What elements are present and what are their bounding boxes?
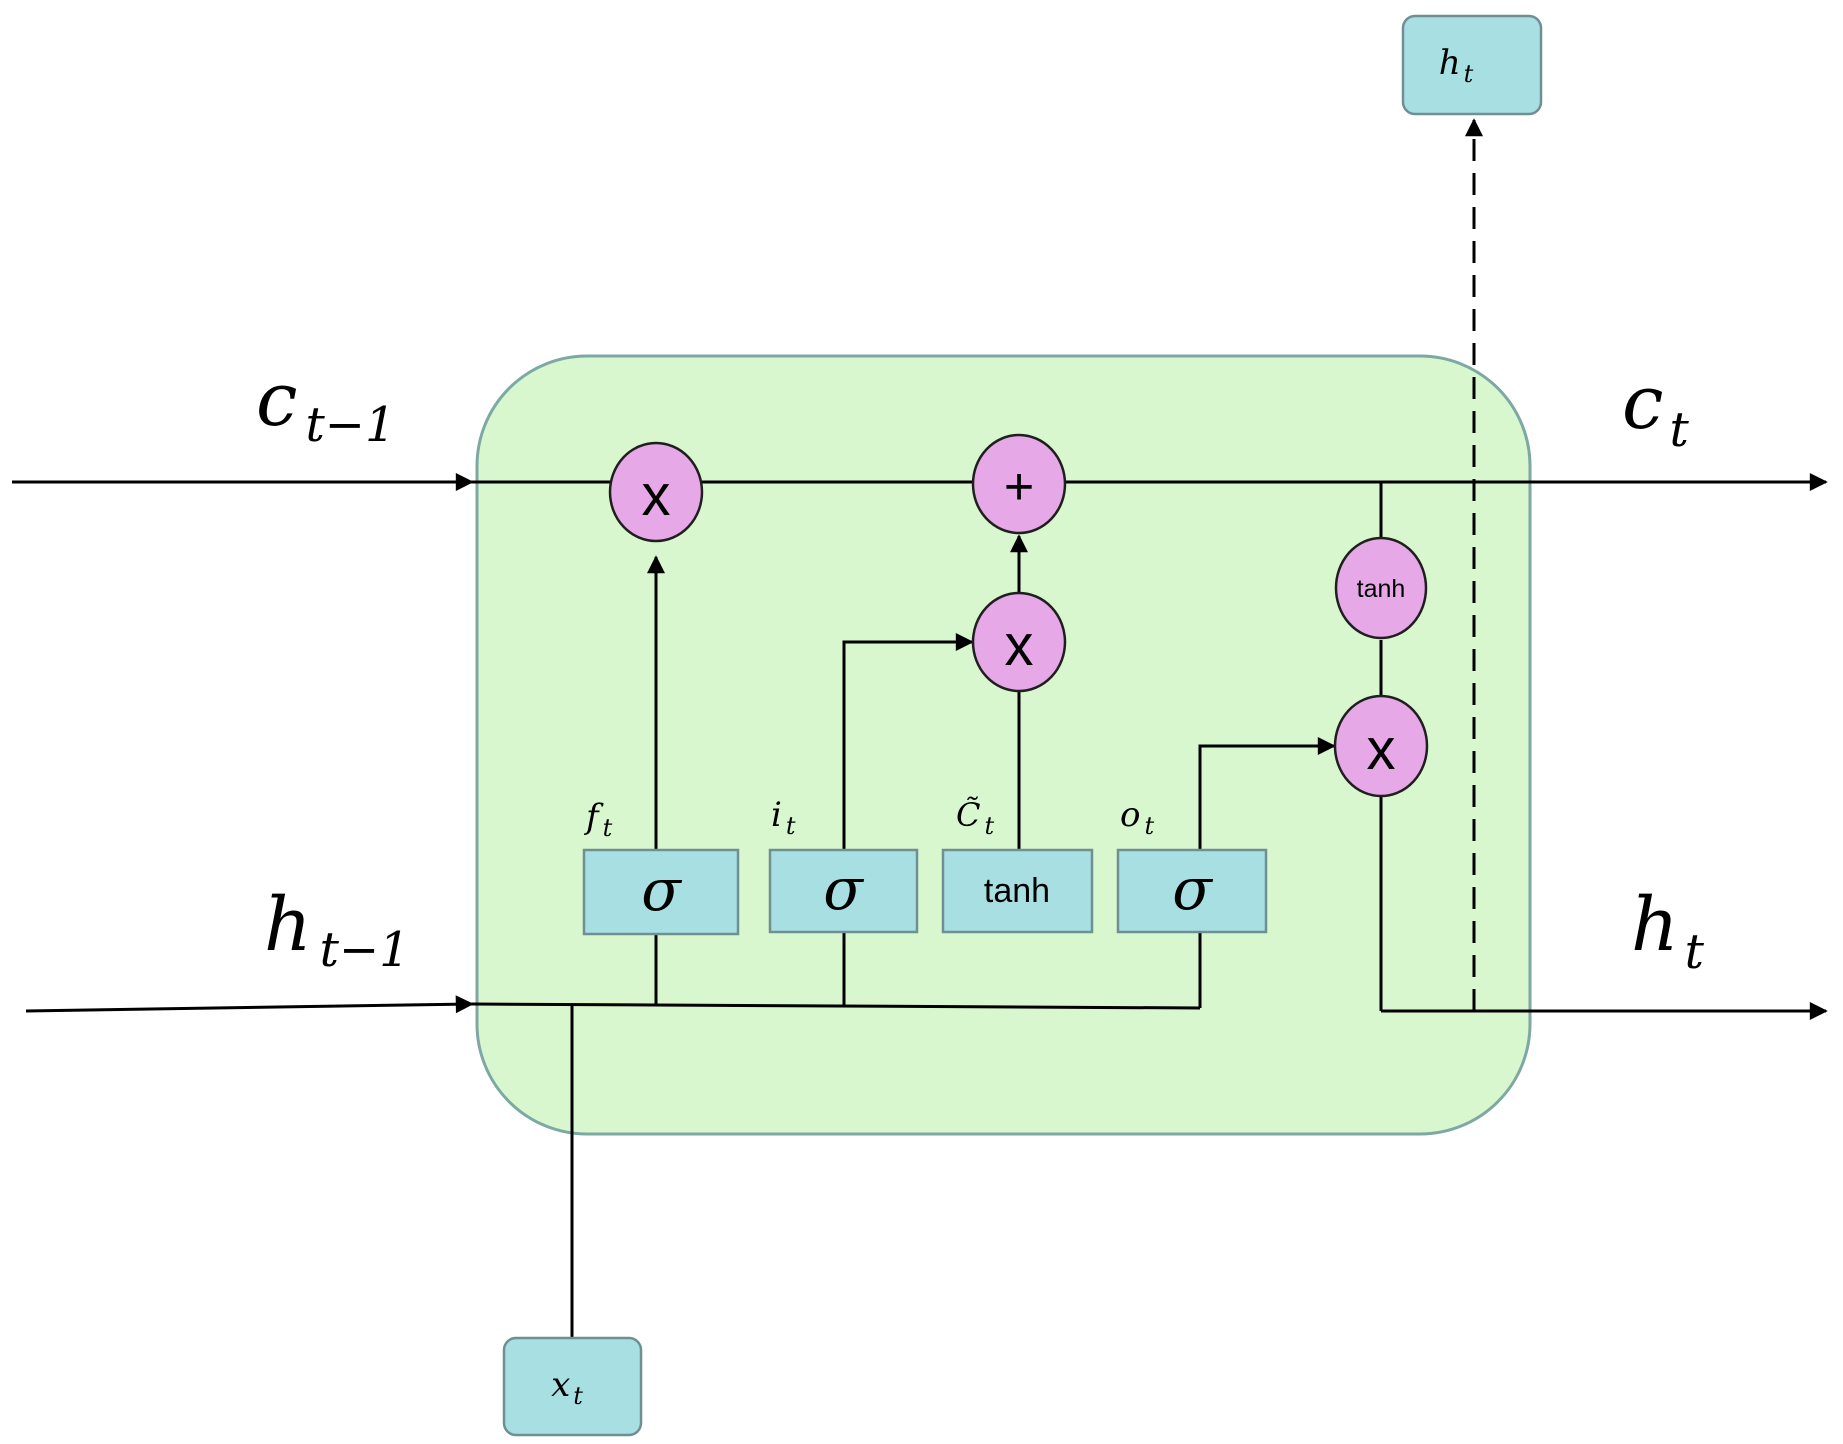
cell-tanh-node: tanh: [1334, 536, 1428, 640]
forget-gate-box: σ: [582, 848, 740, 936]
input-multiply-node: x: [971, 591, 1067, 693]
candidate-gate-label: C̃t: [956, 796, 994, 840]
output-gate-arrow: [1198, 737, 1336, 850]
input-multiply-symbol: x: [1005, 613, 1034, 678]
input-gate-box: σ: [768, 848, 919, 934]
output-gate-symbol: σ: [1172, 855, 1213, 923]
candidate-gate-symbol: tanh: [984, 872, 1050, 910]
input-gate-symbol: σ: [823, 855, 864, 923]
output-multiply-symbol: x: [1367, 717, 1396, 782]
cell-tanh-symbol: tanh: [1357, 575, 1406, 603]
forget-gate-symbol: σ: [641, 856, 682, 924]
output-gate-box: σ: [1116, 848, 1268, 934]
lstm-cell-body: [475, 354, 1532, 1136]
candidate-gate-box: tanh: [941, 848, 1094, 934]
hidden-state-bus: [471, 1002, 1201, 1010]
cell-add-node: +: [971, 433, 1067, 535]
forget-multiply-symbol: x: [642, 463, 671, 528]
cell-add-symbol: +: [1004, 458, 1034, 516]
forget-multiply-node: x: [608, 441, 704, 543]
output-multiply-node: x: [1333, 694, 1429, 798]
input-gate-arrow: [842, 633, 974, 850]
hidden-state-in-line: [25, 995, 474, 1014]
